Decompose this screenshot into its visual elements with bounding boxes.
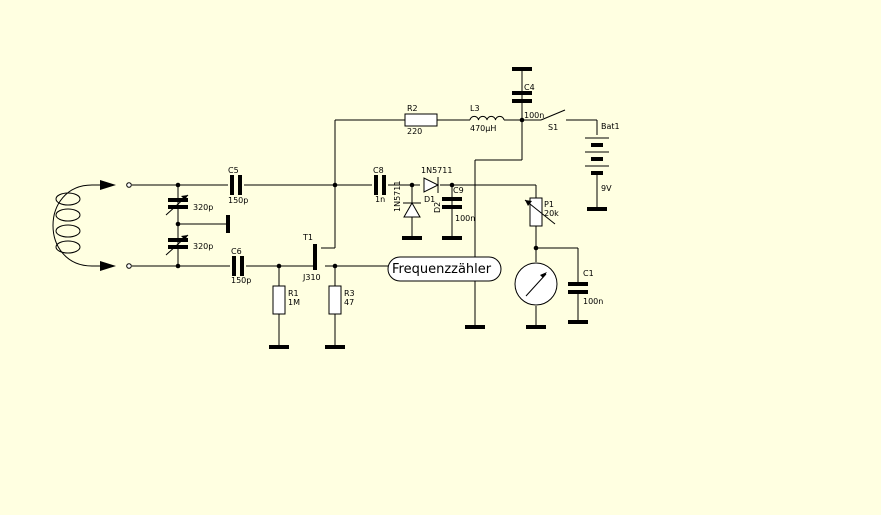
c4-value: 100n (524, 111, 544, 120)
diode-ref-2: D2 (433, 202, 442, 213)
p1-ref: P1 (544, 200, 554, 209)
l3-ref: L3 (470, 104, 480, 113)
capacitor-c1 (568, 282, 588, 294)
frequency-counter-box (387, 256, 502, 282)
diode-top-label: 1N5711 (421, 166, 452, 175)
capacitor-c9 (442, 197, 462, 209)
diode-left-label: 1N5711 (393, 181, 402, 212)
terminal-top (126, 182, 132, 188)
c5-value: 150p (228, 196, 248, 205)
var-cap-bottom-value: 320p (193, 242, 213, 251)
frequency-counter-label: Frequenzzähler (392, 262, 492, 277)
potentiometer-p1 (529, 197, 543, 227)
capacitor-c8 (374, 175, 386, 195)
l3-value: 470µH (470, 124, 496, 133)
junction-dots (175, 117, 539, 269)
c8-ref: C8 (373, 166, 384, 175)
s1-ref: S1 (548, 123, 558, 132)
wiring (132, 70, 598, 346)
r1-ref: R1 (288, 289, 299, 298)
c6-ref: C6 (231, 247, 242, 256)
r3-value: 47 (344, 298, 354, 307)
pickup-coil (52, 184, 100, 267)
c1-ref: C1 (583, 269, 594, 278)
c1-value: 100n (583, 297, 603, 306)
resistor-r3 (328, 285, 342, 315)
capacitor-c5 (230, 175, 242, 195)
t1-value: J310 (302, 273, 321, 282)
r2-value: 220 (407, 127, 422, 136)
r1-value: 1M (288, 298, 300, 307)
c9-value: 100n (455, 214, 475, 223)
meter (514, 262, 558, 306)
r3-ref: R3 (344, 289, 355, 298)
resistor-r2 (404, 113, 438, 127)
p1-value: 20k (544, 209, 559, 218)
capacitor-c4 (512, 91, 532, 103)
c9-ref: C9 (453, 186, 464, 195)
meter-needle (525, 272, 547, 297)
bat-ref: Bat1 (601, 122, 620, 131)
arrow-icon (100, 180, 116, 190)
c8-value: 1n (375, 195, 385, 204)
c6-value: 150p (231, 276, 251, 285)
diode-shunt (403, 201, 421, 218)
var-cap-top-value: 320p (193, 203, 213, 212)
resistor-r1 (272, 285, 286, 315)
capacitor-c6 (232, 256, 244, 276)
bat-value: 9V (601, 184, 612, 193)
battery-bat1 (585, 137, 609, 175)
diode-series (423, 177, 440, 193)
inductor-l3 (469, 115, 505, 121)
terminal-bottom (126, 263, 132, 269)
r2-ref: R2 (407, 104, 418, 113)
pot-arrow (524, 199, 556, 225)
diode-ref: D1 (424, 195, 435, 204)
variable-capacitor-top (165, 194, 189, 216)
variable-capacitor-bottom (165, 234, 189, 256)
arrow-icon (100, 261, 116, 271)
c5-ref: C5 (228, 166, 239, 175)
c4-ref: C4 (524, 83, 535, 92)
t1-ref: T1 (302, 233, 313, 242)
